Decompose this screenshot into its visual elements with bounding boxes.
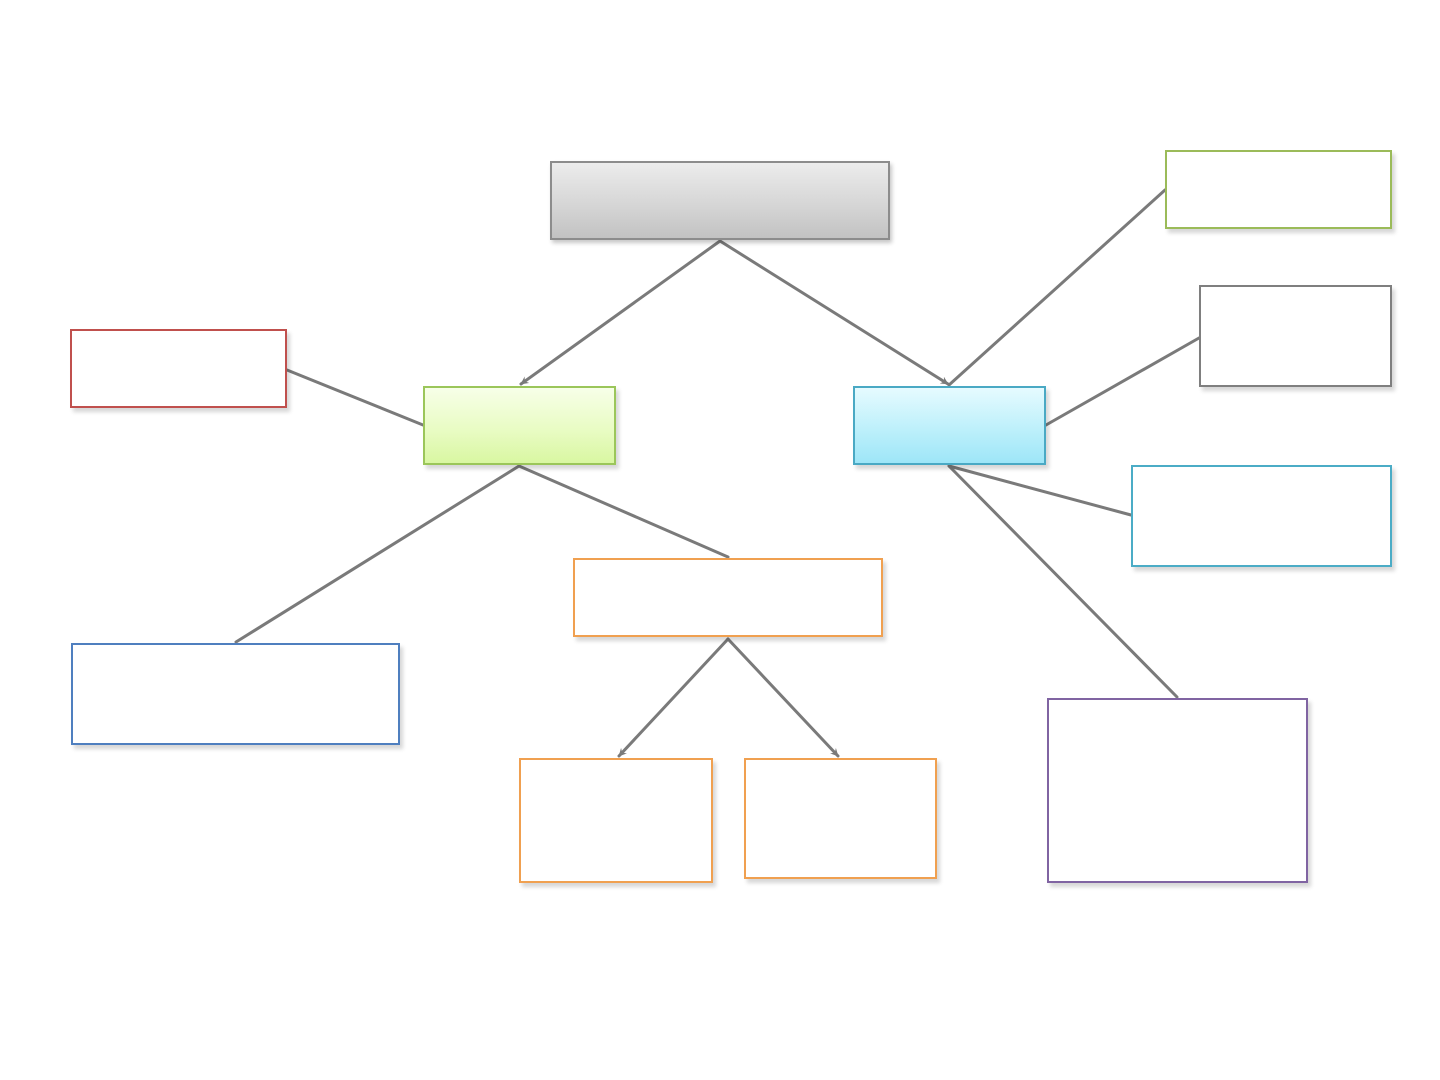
link-left-hub-to-orange-mid (517, 464, 730, 559)
left-hub-node-label (516, 422, 524, 430)
left-hub-node[interactable] (423, 386, 616, 465)
arrow-root-to-right-hub (718, 239, 950, 386)
teal-node[interactable] (1131, 465, 1392, 567)
link-right-hub-to-teal (947, 464, 1133, 517)
gray-node[interactable] (1199, 285, 1392, 387)
link-right-hub-to-gray (1044, 336, 1201, 427)
root-node[interactable] (550, 161, 890, 240)
green-top-node[interactable] (1165, 150, 1392, 229)
right-hub-node[interactable] (853, 386, 1046, 465)
link-left-hub-to-red (285, 368, 425, 427)
arrow-root-to-left-hub (519, 239, 722, 386)
link-left-hub-to-blue (234, 464, 521, 644)
arrow-orange-mid-to-orange-right (726, 637, 840, 758)
green-top-node-label (1275, 186, 1283, 194)
blue-node-label (232, 690, 240, 698)
orange-mid-node[interactable] (573, 558, 883, 637)
orange-left-node-label (612, 817, 620, 825)
link-right-hub-to-green-top (947, 188, 1167, 387)
red-node[interactable] (70, 329, 287, 408)
orange-right-node-label (837, 815, 845, 823)
root-node-label (716, 197, 724, 205)
link-right-hub-to-purple (947, 464, 1179, 699)
right-hub-node-label (946, 422, 954, 430)
orange-left-node[interactable] (519, 758, 713, 883)
purple-node-label (1174, 787, 1182, 795)
arrow-orange-mid-to-orange-left (617, 637, 730, 758)
orange-mid-node-label (724, 594, 732, 602)
blue-node[interactable] (71, 643, 400, 745)
orange-right-node[interactable] (744, 758, 937, 879)
purple-node[interactable] (1047, 698, 1308, 883)
gray-node-label (1292, 332, 1300, 340)
red-node-label (175, 365, 183, 373)
teal-node-label (1258, 512, 1266, 520)
